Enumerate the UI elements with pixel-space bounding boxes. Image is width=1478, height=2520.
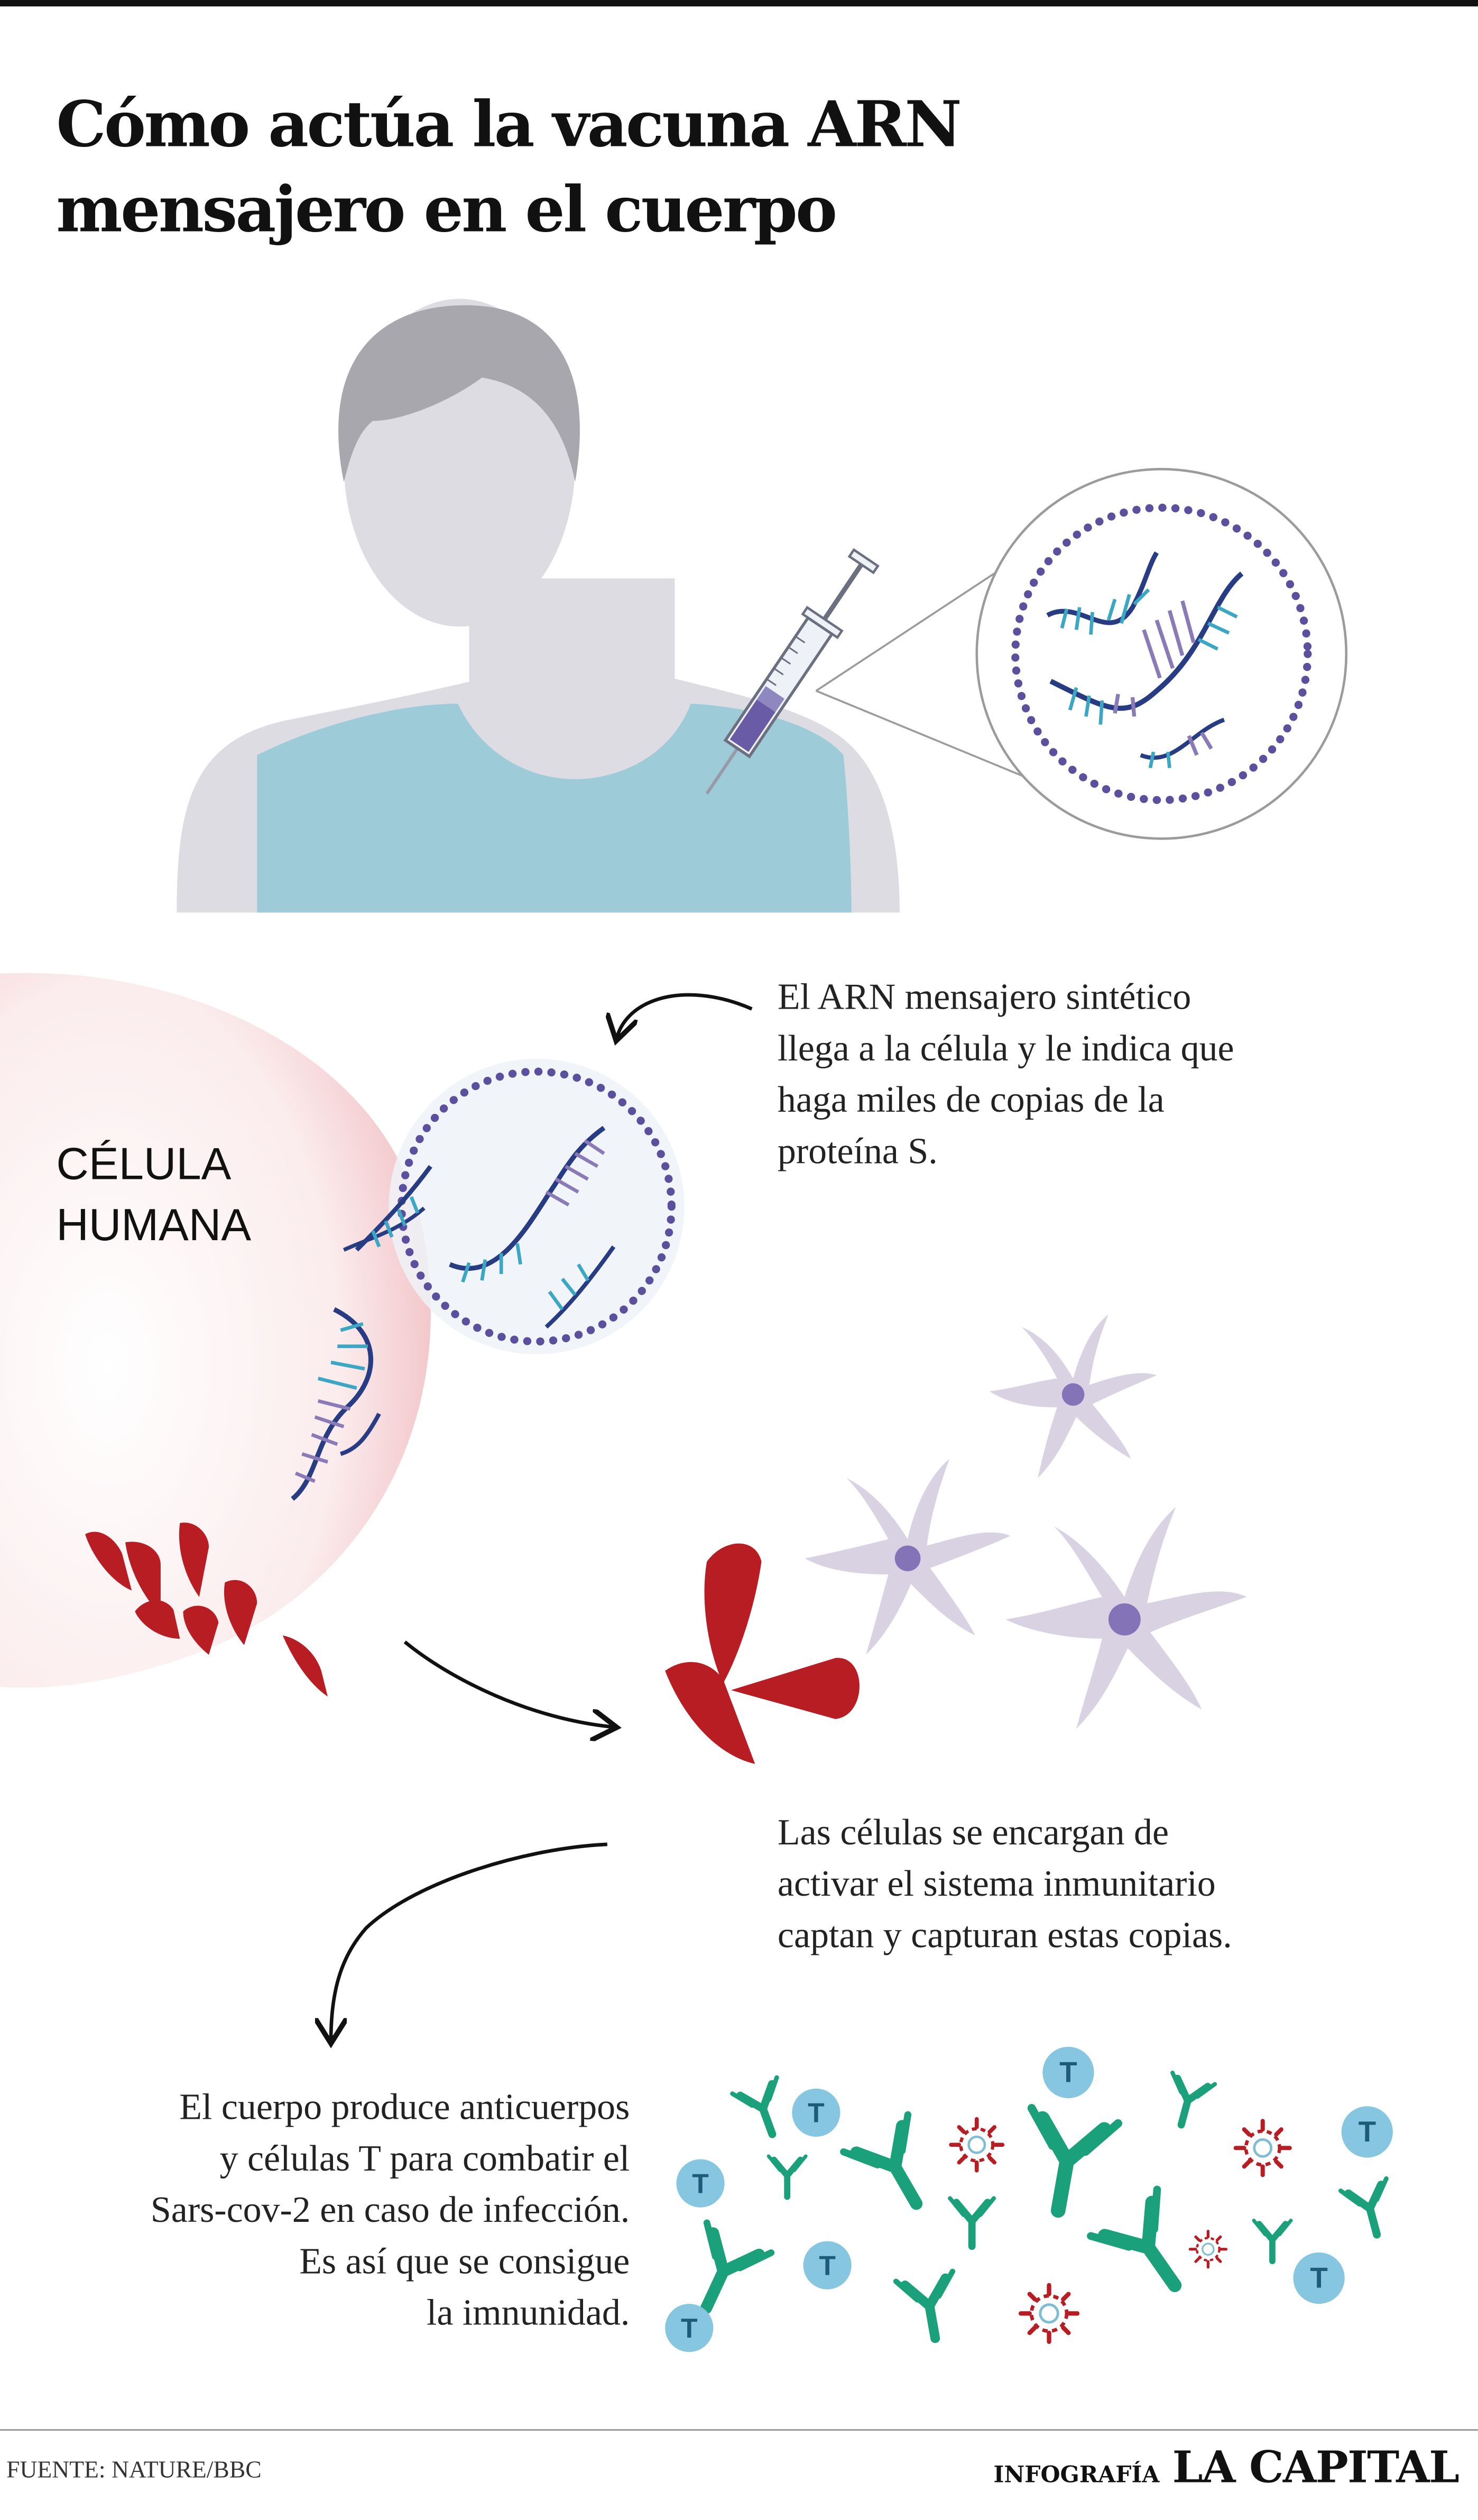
t-cell-icon: T <box>792 2088 840 2137</box>
page-title: Cómo actúa la vacuna ARN mensajero en el… <box>56 84 1180 254</box>
antibody-icon <box>950 2198 994 2246</box>
t-cell-icon: T <box>676 2159 725 2208</box>
antibody-icon <box>1254 2220 1291 2261</box>
captured-proteins-icon <box>665 1543 860 1764</box>
step-2-caption: Las células se encargan de activar el si… <box>778 1807 1452 1962</box>
t-cell-icon: T <box>665 2304 714 2352</box>
caption-line: haga miles de copias de la <box>777 1079 1165 1120</box>
vesicle-icon <box>389 1058 685 1354</box>
antibody-icon <box>732 2078 794 2143</box>
title-line-1: Cómo actúa la vacuna ARN <box>56 88 962 162</box>
zoom-callout <box>815 468 1348 840</box>
arrow-to-antibodies <box>331 1842 607 2041</box>
cell-label-line-1: CÉLULA <box>56 1139 232 1189</box>
t-cell-icon: T <box>1042 2046 1094 2099</box>
caption-line: El ARN mensajero sintético <box>777 976 1191 1017</box>
caption-line: activar el sistema inmunitario <box>777 1863 1216 1904</box>
caption-line: El cuerpo produce anticuerpos <box>179 2087 630 2127</box>
immune-cell-icon <box>805 1459 1011 1655</box>
step-1-caption: El ARN mensajero sintético llega a la cé… <box>778 972 1452 1178</box>
person-neck <box>469 578 675 755</box>
footer-rule <box>0 2429 1478 2431</box>
person-hair <box>338 305 580 482</box>
spike-proteins-icon <box>85 1522 328 1697</box>
t-cell-letter: T <box>681 2313 698 2343</box>
cell-label-line-2: HUMANA <box>56 1200 252 1250</box>
antibody-icon <box>769 2156 806 2197</box>
antibody-icon <box>1160 2073 1215 2130</box>
antibody-icon <box>896 2272 963 2343</box>
t-cell-letter: T <box>1059 2056 1077 2089</box>
mrna-entering-icon <box>291 1165 432 1501</box>
credit: INFOGRAFÍA LA CAPITAL <box>993 2443 1459 2494</box>
infographic-illustration: T T T T T T T <box>0 299 1478 2352</box>
virus-icon <box>1021 2285 1077 2342</box>
arrow-to-immune <box>403 1640 614 1727</box>
t-cell-icon: T <box>803 2241 852 2290</box>
t-cell-letter: T <box>692 2168 709 2199</box>
step-3-caption: El cuerpo produce anticuerpos y células … <box>16 2082 630 2339</box>
t-cell-letter: T <box>1359 2115 1376 2148</box>
virus-icon <box>1190 2231 1226 2267</box>
cell-label: CÉLULA HUMANA <box>56 1134 251 1257</box>
arrow-to-cell <box>617 993 753 1038</box>
viruses-group <box>951 2119 1290 2342</box>
dendritic-cells-icon <box>805 1314 1247 1729</box>
antibody-icon <box>1341 2179 1400 2241</box>
caption-line: Sars-cov-2 en caso de infección. <box>150 2190 630 2230</box>
caption-line: Las células se encargan de <box>777 1812 1169 1853</box>
t-cell-letter: T <box>819 2250 836 2281</box>
caption-line: proteína S. <box>777 1131 938 1171</box>
syringe-icon <box>705 548 880 795</box>
top-rule <box>0 0 1478 7</box>
caption-line: la imnunidad. <box>426 2292 630 2333</box>
t-cell-icon: T <box>1341 2106 1393 2158</box>
human-cell <box>0 973 431 1688</box>
t-cell-icon: T <box>1293 2252 1345 2304</box>
antibody-icon <box>844 2115 948 2222</box>
caption-line: y células T para combatir el <box>219 2138 630 2179</box>
source-note: FUENTE: NATURE/BBC <box>6 2458 262 2484</box>
virus-icon <box>951 2119 1002 2171</box>
t-cell-letter: T <box>808 2098 825 2128</box>
antibody-icon <box>1015 2108 1118 2218</box>
brand-logo: LA CAPITAL <box>1172 2443 1459 2494</box>
zoom-circle <box>975 468 1348 840</box>
person-figure <box>177 299 900 913</box>
mrna-strands-icon <box>1046 551 1244 769</box>
title-line-2: mensajero en el cuerpo <box>56 173 837 248</box>
person-shirt <box>257 704 852 913</box>
caption-line: Es así que se consigue <box>299 2241 630 2282</box>
immune-cell-icon <box>1005 1507 1247 1729</box>
caption-line: llega a la célula y le indica que <box>777 1028 1234 1069</box>
t-cells-group: T T T T T T T <box>665 2046 1393 2352</box>
immune-cell-icon <box>990 1314 1157 1478</box>
t-cell-letter: T <box>1310 2261 1327 2294</box>
credit-label: INFOGRAFÍA <box>993 2462 1160 2489</box>
caption-line: captan y capturan estas copias. <box>777 1915 1232 1955</box>
virus-icon <box>1236 2121 1290 2175</box>
